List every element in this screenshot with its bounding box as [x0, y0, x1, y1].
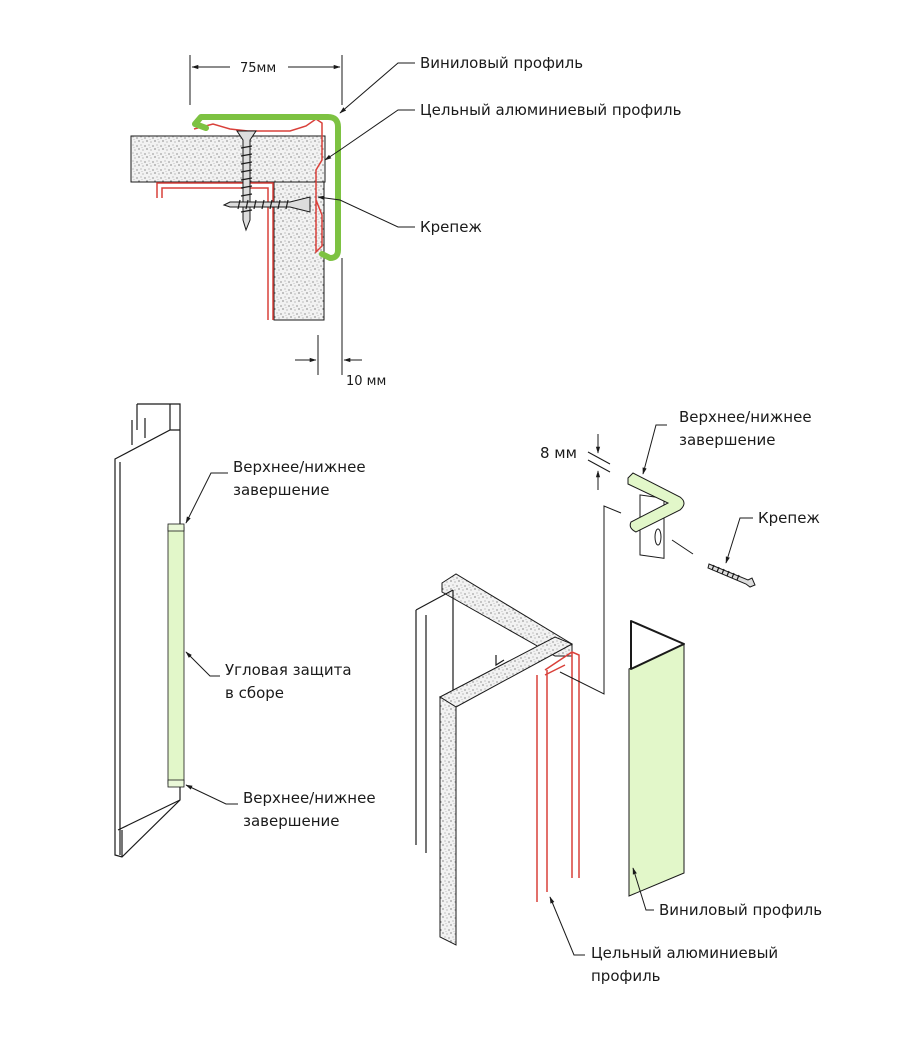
dimension-8mm-ext2	[587, 459, 611, 473]
dimension-10mm: 10 мм	[346, 374, 386, 389]
exploded-wall-front-edge	[439, 696, 457, 946]
label-fastener-section: Крепеж	[420, 218, 482, 236]
dimension-75mm: 75мм	[240, 61, 276, 76]
fastener-projection-line	[671, 539, 694, 555]
leader-bottom-end-cap	[185, 784, 238, 805]
label-aluminum-line1: Цельный алюминиевый	[591, 944, 778, 962]
aluminum-profile-exploded	[536, 651, 580, 902]
exploded-wall-lines	[415, 589, 505, 853]
label-aluminum-profile-section: Цельный алюминиевый профиль	[420, 101, 681, 119]
leader-top-end-cap	[185, 472, 228, 524]
label-vinyl-profile-exploded: Виниловый профиль	[659, 901, 822, 919]
label-bottom-end-cap-line2: завершение	[243, 812, 340, 830]
fastener-vertical	[236, 130, 257, 232]
leader-assembly	[185, 651, 220, 677]
label-assembly-line1: Угловая защита	[225, 661, 352, 679]
leader-aluminum-exploded	[549, 896, 585, 956]
label-aluminum-line2: профиль	[591, 967, 661, 985]
leader-vinyl-section	[339, 62, 415, 114]
dimension-8mm: 8 мм	[540, 444, 577, 462]
corner-guard-assembled	[167, 526, 185, 785]
projection-line	[559, 505, 622, 695]
leader-aluminum-section	[324, 109, 415, 161]
red-frame-horizontal	[156, 182, 249, 198]
fastener-horizontal	[222, 196, 311, 213]
section-view: 75мм 10 мм Виниловый профиль Цельный алю…	[130, 54, 681, 389]
leader-fastener-exploded	[725, 517, 753, 564]
leader-fastener-section	[317, 195, 415, 228]
label-assembly-line2: в сборе	[225, 684, 284, 702]
fastener-exploded	[707, 563, 756, 588]
label-top-end-cap-line2: завершение	[233, 481, 330, 499]
wall-panel-horizontal	[130, 135, 326, 183]
exploded-view: 8 мм Верхнее/нижнее завершение Крепеж Ви…	[415, 408, 822, 985]
leader-vinyl-exploded	[632, 867, 654, 911]
end-cap-exploded	[627, 472, 685, 559]
assembled-wall-corner	[114, 403, 181, 858]
vinyl-profile-exploded	[628, 643, 685, 897]
label-end-cap-line1: Верхнее/нижнее	[679, 408, 812, 426]
aluminum-profile-section	[193, 118, 323, 254]
label-top-end-cap-line1: Верхнее/нижнее	[233, 458, 366, 476]
dimension-8mm-ext1	[587, 451, 611, 465]
end-cap-bottom-assembled	[167, 779, 185, 788]
label-vinyl-profile-section: Виниловый профиль	[420, 54, 583, 72]
label-end-cap-line2: завершение	[679, 431, 776, 449]
vinyl-profile-section	[192, 114, 341, 261]
leader-end-cap-exploded	[642, 424, 667, 475]
label-fastener-exploded: Крепеж	[758, 509, 820, 527]
assembled-view: Верхнее/нижнее завершение Угловая защита…	[114, 403, 376, 858]
label-bottom-end-cap-line1: Верхнее/нижнее	[243, 789, 376, 807]
end-cap-top-assembled	[167, 523, 185, 532]
